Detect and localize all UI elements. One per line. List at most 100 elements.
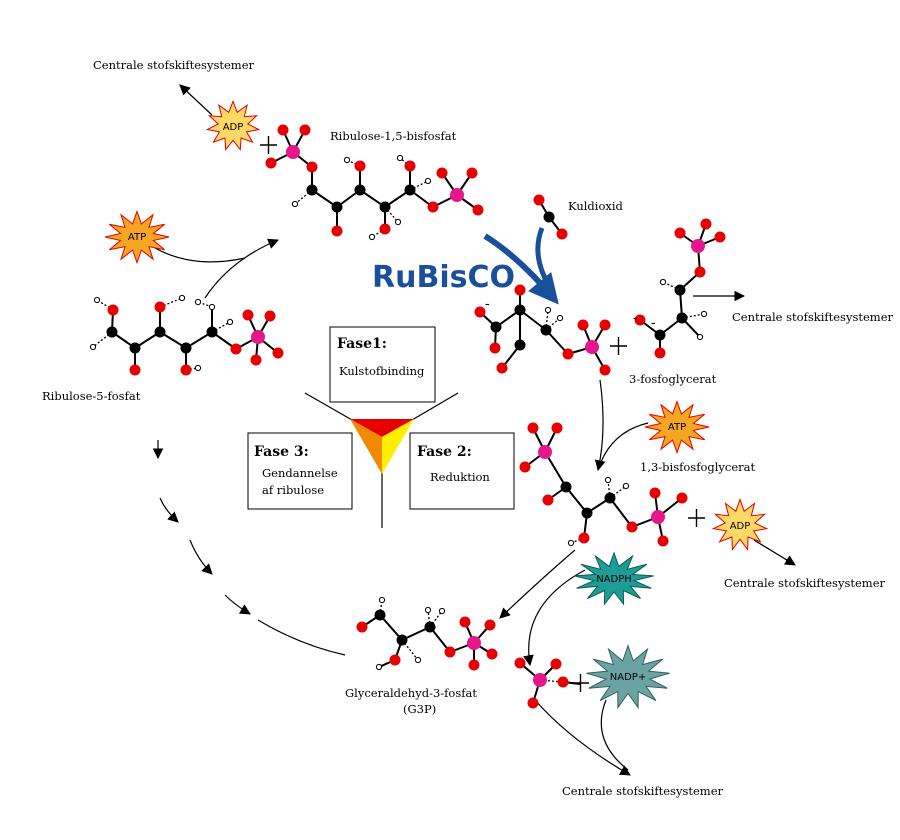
atom-o (230, 343, 242, 355)
atom-c (180, 342, 192, 354)
atom-o (299, 124, 311, 136)
charge-minus-2: - (651, 316, 656, 331)
atoms-layer (89, 124, 726, 709)
atom-o (459, 616, 471, 628)
atom-o (468, 659, 480, 671)
phase2-box: Fase 2: Reduktion (409, 432, 515, 510)
atom-p (651, 510, 665, 524)
atom-o (356, 621, 368, 633)
adp-right-label: ADP (730, 521, 751, 532)
atom-c (129, 342, 141, 354)
atom-o (557, 676, 569, 688)
atom-p (251, 330, 265, 344)
atom-h (544, 306, 552, 314)
atom-h (567, 539, 575, 547)
atom-o (550, 658, 562, 670)
atom-o (484, 619, 496, 631)
phase2-text: Reduktion (430, 470, 490, 484)
atom-p (585, 340, 599, 354)
label-central-right-mid: Centrale stofskiftesystemer (724, 576, 885, 590)
triangle-yellow (382, 419, 414, 474)
atom-h (696, 333, 704, 341)
atom-o (649, 487, 661, 499)
atp-burst-right: ATP (644, 399, 710, 455)
atom-c (374, 609, 386, 621)
atom-o (331, 225, 343, 237)
phase1-box: Fase1: Kulstofbinding (329, 326, 436, 403)
atom-o (626, 521, 638, 533)
phase3-text-line1: Gendannelse (262, 466, 338, 480)
atom-o (599, 364, 611, 376)
atom-o (472, 204, 484, 216)
atom-o (657, 535, 669, 547)
atom-o (714, 231, 726, 243)
atom-o (654, 347, 666, 359)
atom-p (286, 145, 300, 159)
atom-o (674, 227, 686, 239)
atom-h (604, 476, 612, 484)
atom-c (543, 211, 555, 223)
label-ribulose-5p: Ribulose-5-fosfat (42, 389, 141, 403)
atom-o (250, 354, 262, 366)
molecule-bpg (524, 427, 683, 544)
atom-h (394, 218, 402, 226)
nadph-burst: NADPH (574, 551, 654, 606)
atom-o (634, 314, 646, 326)
atom-o (404, 160, 416, 172)
nadph-label: NADPH (596, 574, 632, 585)
atom-o (265, 157, 277, 169)
atom-o (277, 124, 289, 136)
charge-minus-3: - (633, 311, 638, 326)
atom-c (676, 312, 688, 324)
phase3-text-line2: af ribulose (262, 483, 324, 497)
atom-o (514, 657, 526, 669)
atom-o (578, 532, 590, 544)
atom-o (694, 266, 706, 278)
atom-o (577, 319, 589, 331)
atom-c (306, 184, 318, 196)
atom-h (378, 596, 386, 604)
atom-c (206, 326, 218, 338)
atom-c (514, 304, 526, 316)
atom-h (700, 310, 708, 318)
atom-c (396, 634, 408, 646)
atom-c (331, 201, 343, 213)
label-bpg: 1,3-bisfosfoglycerat (640, 460, 756, 474)
molecule-phosphate (519, 662, 581, 704)
atom-o (354, 160, 366, 172)
atom-h (622, 482, 630, 490)
atom-c (674, 284, 686, 296)
atom-o (486, 648, 498, 660)
label-ribulose-bisphosphate: Ribulose-1,5-bisfosfat (330, 129, 457, 143)
atom-o (180, 364, 192, 376)
atp-left-label: ATP (128, 232, 146, 243)
label-g3p-line1: Glyceraldehyd-3-fosfat (345, 686, 477, 700)
atom-o (107, 304, 119, 316)
nadp-burst: NADP+ (586, 643, 670, 710)
atom-c (354, 184, 366, 196)
atom-c (154, 326, 166, 338)
atom-h (424, 606, 432, 614)
adp-burst-top: ADP (205, 99, 261, 152)
atom-o (306, 161, 318, 173)
atom-o (551, 422, 563, 434)
atom-o (700, 218, 712, 230)
phase2-title: Fase 2: (417, 444, 472, 460)
atom-c (654, 329, 666, 341)
atom-o (542, 494, 554, 506)
enzyme-label: RuBisCO (372, 260, 515, 295)
cycle-arrows (149, 84, 796, 776)
phase1-text: Kulstofbinding (339, 364, 425, 378)
adp-burst-right: ADP (711, 497, 769, 552)
atom-h (396, 154, 404, 162)
atom-c (514, 339, 526, 351)
atom-p (467, 636, 481, 650)
atom-p (533, 673, 547, 687)
atom-h (291, 200, 299, 208)
label-central-right-top: Centrale stofskiftesystemer (732, 310, 893, 324)
atom-o (389, 654, 401, 666)
atp-burst-left: ATP (104, 209, 170, 265)
atom-h (178, 294, 186, 302)
label-3pga: 3-fosfoglycerat (629, 372, 717, 386)
atom-h (343, 156, 351, 164)
